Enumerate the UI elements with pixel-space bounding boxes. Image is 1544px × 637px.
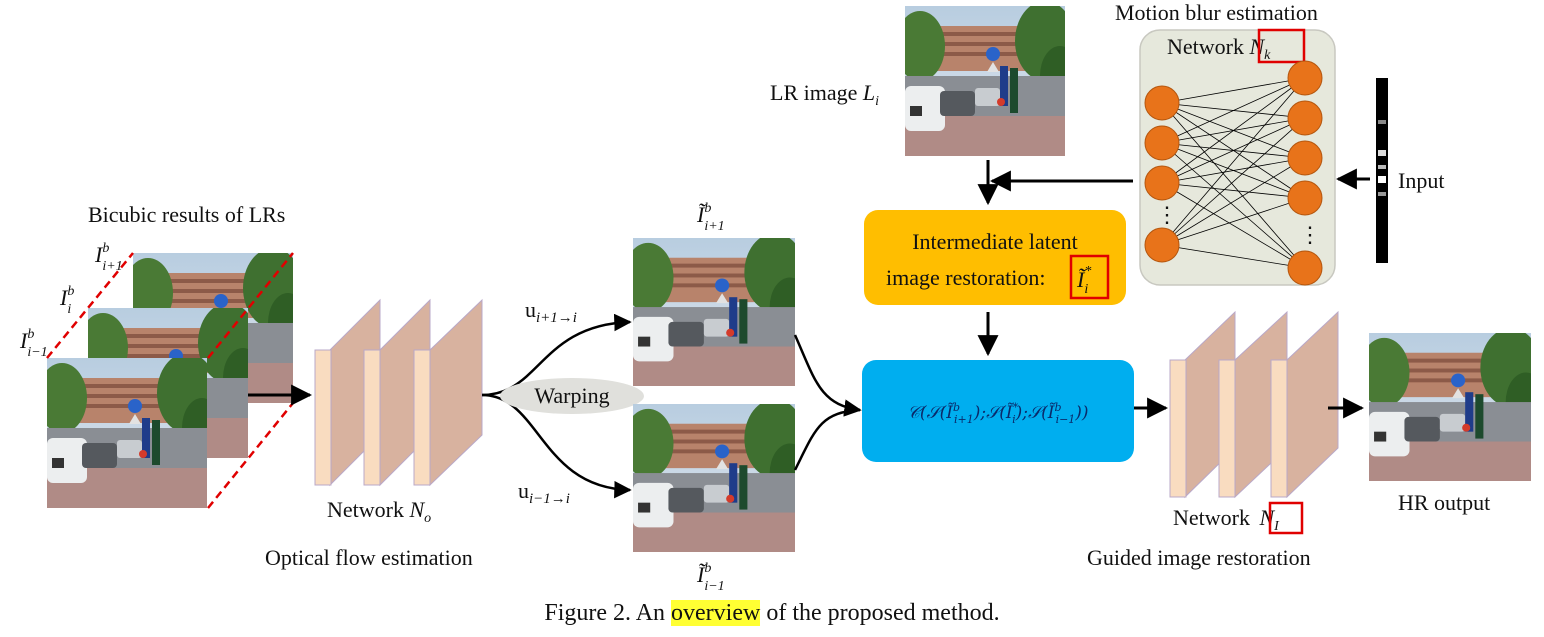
network-i-panels [1169, 310, 1339, 499]
network-k-label: Network Nk [1167, 34, 1271, 63]
latent-box [864, 210, 1126, 305]
warp-curve-top [481, 313, 632, 397]
latent-symbol: Ĩ*i [1076, 264, 1091, 297]
caption-highlight: overview [671, 600, 761, 626]
network-i-label: Network NI [1173, 505, 1280, 534]
network-o-label: Network No [327, 497, 431, 526]
network-o-panels [314, 298, 483, 487]
bicubic-stack [46, 252, 313, 509]
optical-flow-label: Optical flow estimation [265, 545, 473, 570]
warping-ellipse [500, 378, 644, 414]
stack-edge-right-bottom [207, 402, 294, 509]
merge-curve-top [793, 334, 862, 417]
bicubic-title: Bicubic results of LRs [88, 202, 285, 227]
caption-prefix: Figure 2. An [544, 600, 672, 626]
lr-image [905, 6, 1065, 156]
figure-caption: Figure 2. An overview of the proposed me… [0, 600, 1544, 627]
lr-image-label: LR image Li [770, 80, 879, 109]
motion-blur-title: Motion blur estimation [1115, 0, 1318, 25]
input-label: Input [1398, 168, 1444, 193]
dots-left: ⋮ [1156, 202, 1178, 227]
warped-image-top [633, 238, 795, 386]
hr-output-image [1369, 333, 1531, 481]
latent-line1: Intermediate latent [912, 229, 1078, 254]
warping-label: Warping [534, 383, 609, 408]
latent-highlight [1069, 254, 1110, 300]
guided-label: Guided image restoration [1087, 545, 1311, 570]
caption-suffix: of the proposed method. [760, 600, 1000, 626]
flow-bottom-label: ui−1→i [518, 478, 570, 507]
stack-edge-right-top [207, 252, 294, 359]
network-k-highlight [1257, 28, 1306, 64]
network-k-edges [1161, 77, 1306, 269]
input-kernel [1376, 78, 1388, 263]
flow-top-label: ui+1→i [525, 297, 577, 326]
hr-output-label: HR output [1398, 490, 1490, 515]
network-i-highlight [1268, 501, 1304, 535]
stack-edge-left [46, 252, 134, 359]
bicubic-image-minus [47, 358, 207, 508]
fusion-box [862, 360, 1134, 462]
merge-curve-bottom [793, 408, 861, 471]
dots-right: ⋮ [1299, 222, 1321, 247]
network-k-nodes [1144, 60, 1323, 286]
latent-line2: image restoration: [886, 265, 1045, 290]
warped-image-bottom [633, 404, 795, 552]
